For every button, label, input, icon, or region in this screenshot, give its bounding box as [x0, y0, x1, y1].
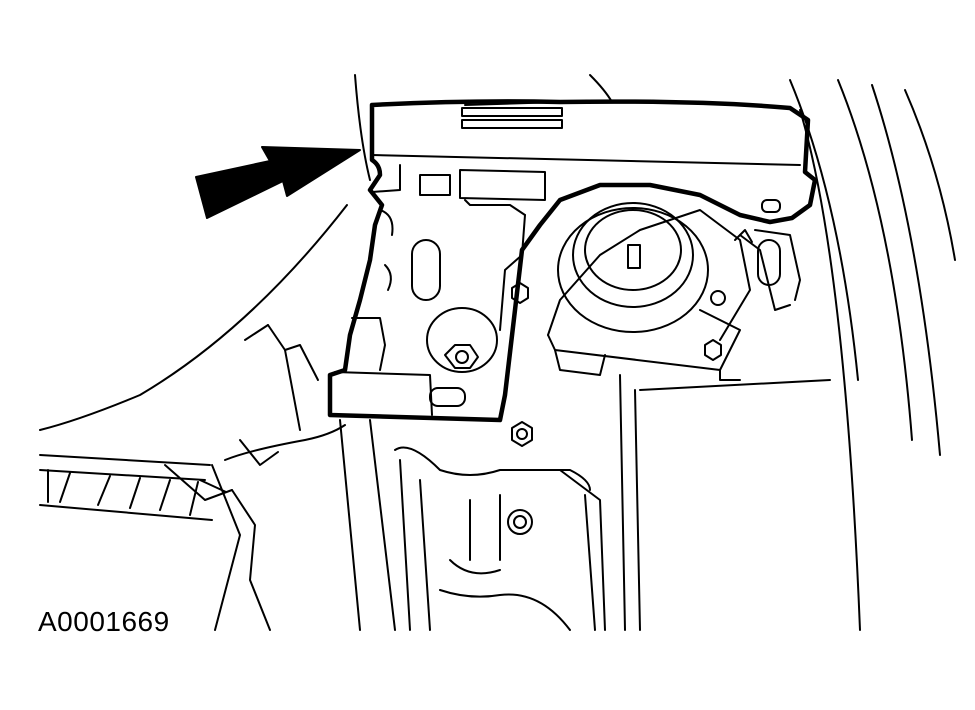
bracket-top-tab — [461, 101, 563, 129]
highlighted-bracket — [327, 99, 818, 423]
cap-fasteners — [511, 229, 753, 361]
body-panel-curves — [589, 74, 956, 631]
locator-arrow — [195, 146, 361, 219]
figure-id-label: A0001669 — [38, 606, 170, 637]
left-pillar — [39, 74, 371, 461]
fuel-cap — [557, 202, 709, 333]
lower-fasteners — [507, 421, 533, 535]
filler-housing — [547, 209, 801, 381]
louvered-grille — [39, 439, 279, 631]
lower-frame — [339, 374, 831, 631]
